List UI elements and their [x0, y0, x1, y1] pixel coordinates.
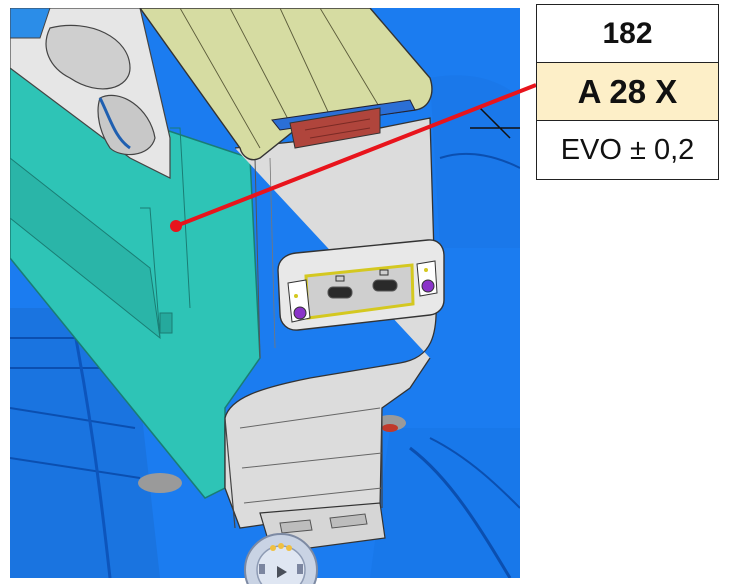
console-model [10, 8, 520, 578]
callout-id: 182 [537, 5, 718, 63]
cupholder-area [10, 8, 171, 179]
cad-viewport[interactable] [10, 8, 520, 578]
callout-table: 182 A 28 X EVO ± 0,2 [536, 4, 719, 180]
compass-navigation-icon[interactable] [243, 528, 319, 584]
usb-port-panel [277, 239, 445, 331]
usb-c-port-icon [372, 279, 398, 292]
usb-c-port-icon [327, 286, 353, 299]
callout-tolerance: EVO ± 0,2 [560, 133, 695, 166]
callout-code: A 28 X [537, 63, 718, 121]
